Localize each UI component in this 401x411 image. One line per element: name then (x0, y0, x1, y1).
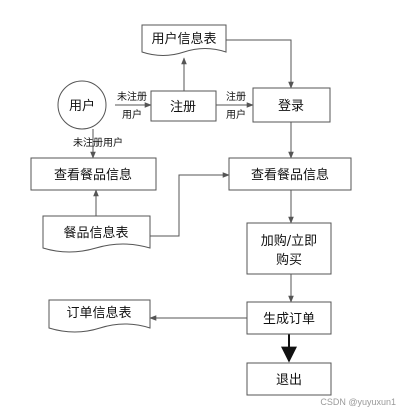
node-add-buy-label-line2: 购买 (276, 252, 302, 268)
node-view-menu-left-label: 查看餐品信息 (54, 167, 132, 183)
node-add-buy: 加购/立即 购买 (246, 222, 332, 275)
node-user-label: 用户 (69, 98, 95, 114)
node-login-label: 登录 (278, 99, 304, 114)
node-view-menu-right: 查看餐品信息 (228, 157, 352, 191)
node-generate-order: 生成订单 (246, 301, 332, 335)
edge-label-unregistered-line1: 未注册 (117, 90, 147, 103)
node-view-menu-left: 查看餐品信息 (30, 157, 157, 191)
edge-user-info-table-to-login (226, 39, 294, 89)
node-login: 登录 (252, 87, 331, 123)
node-menu-info-table: 餐品信息表 (42, 215, 151, 253)
node-user: 用户 (57, 80, 107, 130)
node-generate-order-label: 生成订单 (263, 312, 315, 327)
node-menu-info-table-label: 餐品信息表 (63, 225, 128, 241)
node-order-info-table: 订单信息表 (48, 299, 151, 333)
node-register: 注册 (150, 90, 217, 122)
node-register-label: 注册 (170, 100, 196, 115)
edge-label-unregistered-line2: 用户 (122, 108, 142, 121)
node-exit-label: 退出 (276, 373, 302, 388)
node-order-info-table-label: 订单信息表 (66, 305, 131, 321)
node-view-menu-right-label: 查看餐品信息 (251, 167, 329, 183)
edge-label-registered-line2: 用户 (226, 108, 246, 121)
edge-label-registered-line1: 注册 (226, 90, 246, 103)
node-user-info-table-label: 用户信息表 (151, 31, 216, 47)
node-exit: 退出 (246, 362, 332, 396)
edge-menu-table-to-view-menu-right (150, 172, 230, 237)
node-user-info-table: 用户信息表 (141, 24, 227, 56)
watermark: CSDN @yuyuxun1 (320, 397, 396, 407)
edge-label-unregistered-user: 未注册用户 (73, 136, 123, 149)
node-add-buy-label-line1: 加购/立即 (261, 233, 317, 249)
